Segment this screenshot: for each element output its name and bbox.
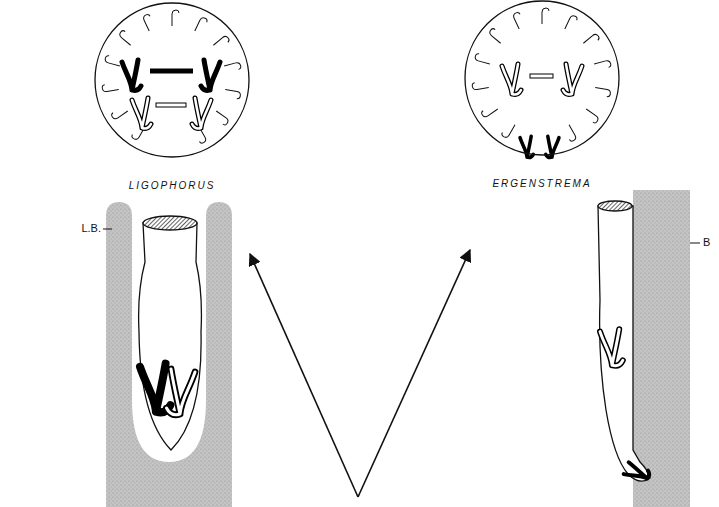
anchors	[502, 64, 582, 158]
anchors	[122, 60, 220, 129]
haptor-circle: ERGENSTREMA	[464, 0, 620, 156]
hooklets	[472, 8, 612, 142]
hooklets	[102, 10, 242, 144]
arrows	[250, 250, 470, 497]
lobes-and-clamp	[103, 202, 232, 507]
band-and-clamp	[598, 190, 700, 507]
circle-outline	[464, 0, 620, 156]
part-label: L.B.	[80, 222, 102, 234]
genus-name: ERGENSTREMA	[490, 178, 593, 189]
part-label: B	[702, 236, 711, 248]
circle-outline	[94, 2, 250, 158]
haptor-circle: LIGOPHORUS	[94, 2, 250, 158]
genus-name: LIGOPHORUS	[127, 180, 218, 191]
